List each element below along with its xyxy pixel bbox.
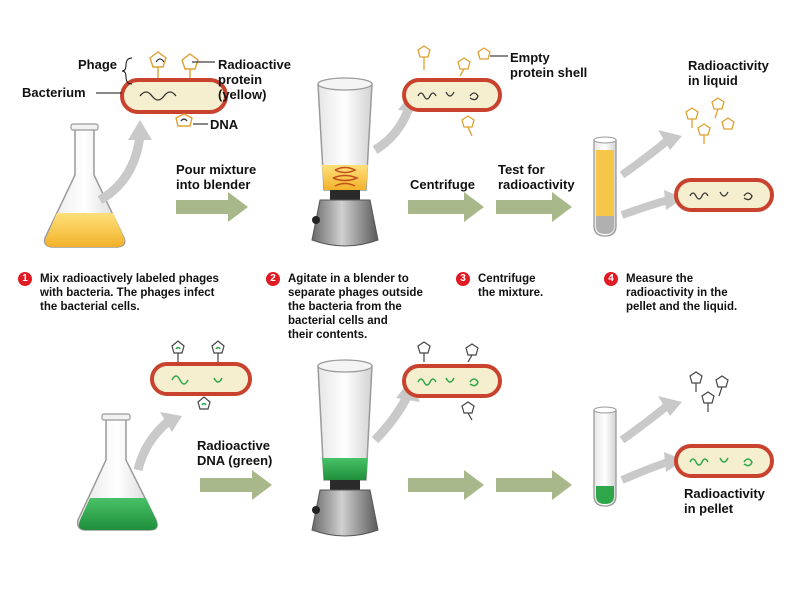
curved-arrow-2 (372, 103, 415, 154)
label-pour-mixture: Pour mixture into blender (176, 162, 257, 192)
phages-in-liquid-green (689, 371, 729, 412)
step-4-badge: 4 (604, 272, 618, 286)
curved-arrow-5-head (160, 412, 182, 432)
process-arrow-test-green (496, 470, 572, 500)
bacterium-infected-yellow (96, 51, 228, 127)
blender-green (311, 359, 379, 537)
process-arrow-test (496, 192, 572, 222)
curved-arrow-3 (619, 136, 671, 179)
curved-arrow-4 (620, 196, 670, 219)
process-arrow-centrifuge (408, 192, 484, 222)
step-2-text: Agitate in a blender to separate phages … (288, 273, 423, 341)
step-3-badge: 3 (456, 272, 470, 286)
bacterium-pellet-green (674, 444, 774, 478)
label-radioactive-protein: Radioactive protein (yellow) (218, 57, 291, 102)
step-4-text: Measure the radioactivity in the pellet … (626, 273, 738, 313)
bacterium-infected-green (150, 340, 252, 410)
flask-green (76, 413, 158, 531)
curved-arrow-6 (371, 392, 412, 444)
step-1-badge: 1 (18, 272, 32, 286)
shells-in-liquid (685, 97, 735, 144)
label-empty-protein-shell: Empty protein shell (510, 50, 588, 80)
blender-yellow (311, 77, 379, 247)
label-radioactivity-in-liquid: Radioactivity in liquid (688, 58, 769, 88)
curved-arrow-7 (619, 401, 671, 444)
test-tube-green (593, 406, 617, 507)
process-arrow-centrifuge-green (408, 470, 484, 500)
process-arrow-pour (176, 192, 248, 222)
curved-arrow-5 (133, 416, 173, 472)
label-centrifuge: Centrifuge (410, 177, 475, 192)
label-radioactive-dna: Radioactive DNA (green) (197, 438, 273, 468)
label-test-for-radioactivity: Test for radioactivity (498, 162, 575, 192)
flask-yellow (43, 123, 126, 248)
curved-arrow-1-head (128, 120, 152, 140)
curved-arrow-8 (620, 458, 670, 484)
bacterium-pellet-yellow (674, 178, 774, 212)
curved-arrow-3-head (658, 130, 682, 150)
test-tube-yellow (593, 136, 617, 237)
bacterium-separated-green (402, 341, 502, 421)
label-phage: Phage (78, 57, 118, 72)
curved-arrow-7-head (658, 396, 682, 416)
step-3-text: Centrifuge the mixture. (478, 273, 544, 299)
label-radioactivity-in-pellet: Radioactivity in pellet (684, 486, 765, 516)
process-arrow-pour-green (200, 470, 272, 500)
step-2-badge: 2 (266, 272, 280, 286)
curved-arrow-8-head (664, 452, 684, 472)
curved-arrow-1 (97, 134, 145, 204)
label-dna: DNA (210, 117, 239, 132)
bacterium-separated-yellow (402, 45, 508, 137)
curved-arrow-4-head (664, 190, 684, 210)
label-bacterium: Bacterium (22, 85, 86, 100)
step-1-text: Mix radioactively labeled phages with ba… (40, 273, 219, 313)
